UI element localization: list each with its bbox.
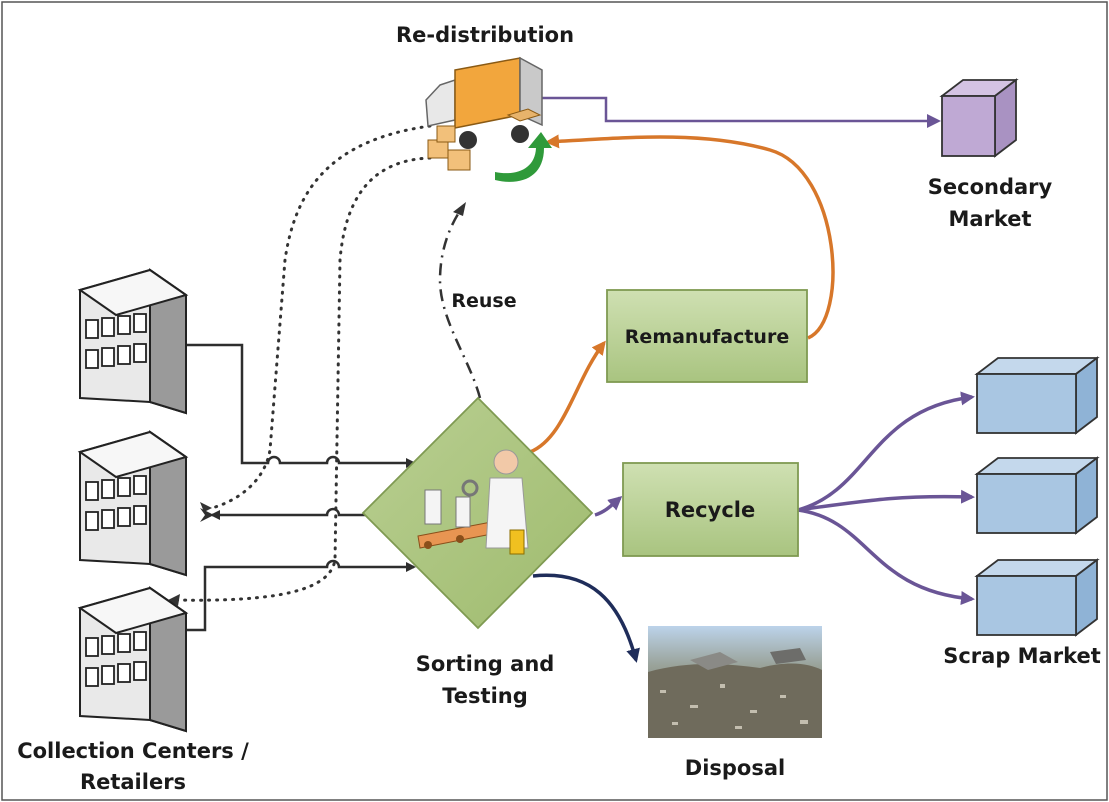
- landfill-image: [648, 626, 822, 738]
- flow-sorting-to-center2: [210, 507, 414, 520]
- flow-recycle-to-scrap3: [797, 508, 975, 605]
- collection-flow-lines: [186, 343, 416, 632]
- flow-center3-to-sorting: [186, 559, 416, 632]
- dotted-return-paths: [173, 124, 432, 602]
- scrap-market-box-icon-2: [974, 456, 1100, 535]
- reuse-label: Reuse: [451, 290, 516, 312]
- dotted-arrowhead-center3: [168, 594, 180, 606]
- redistribution-label: Re-distribution: [396, 23, 574, 47]
- dotted-path-center2: [210, 124, 432, 510]
- remanufacture-label: Remanufacture: [625, 326, 789, 348]
- sorting-label-line1: Sorting and: [416, 652, 555, 676]
- secondary-market-label-line1: Secondary: [928, 175, 1053, 199]
- scrap-market-box-icon-3: [974, 558, 1100, 637]
- arrowhead-to-center2: [200, 508, 214, 522]
- sorting-testing-diamond: [361, 396, 594, 630]
- flow-redistribution-to-secondary-market: [540, 96, 941, 128]
- scrap-market-label: Scrap Market: [943, 644, 1101, 668]
- worker-conveyor-icon: [417, 449, 529, 555]
- remanufacture-box: [606, 289, 808, 383]
- building-icon-center3: [77, 586, 189, 733]
- flow-recycle-to-scrap2: [797, 489, 975, 512]
- flow-center1-to-sorting: [186, 343, 416, 468]
- flow-recycle-to-scrap1: [797, 391, 975, 512]
- collection-centers-label-line2: Retailers: [80, 770, 186, 794]
- green-return-arrow-icon: [495, 132, 552, 182]
- flow-sorting-to-remanufacture: [529, 340, 606, 454]
- scrap-market-box-icon-1: [974, 356, 1100, 435]
- recycle-box: [622, 462, 799, 557]
- secondary-market-box-icon: [939, 78, 1019, 158]
- secondary-market-label-line2: Market: [948, 207, 1031, 231]
- sorting-label-line2: Testing: [442, 684, 528, 708]
- recycle-label: Recycle: [665, 498, 755, 522]
- delivery-truck-icon: [425, 56, 543, 171]
- disposal-label: Disposal: [685, 756, 785, 780]
- building-icon-center2: [77, 430, 189, 577]
- flow-sorting-to-recycle: [594, 496, 623, 517]
- dotted-path-center3: [173, 156, 432, 602]
- building-icon-center1: [77, 268, 189, 415]
- reuse-path: [438, 207, 482, 399]
- flow-remanufacture-to-redistribution: [545, 134, 835, 340]
- collection-centers-label-line1: Collection Centers /: [17, 739, 249, 763]
- flow-sorting-to-disposal: [532, 573, 640, 663]
- reuse-arrowhead: [453, 202, 466, 216]
